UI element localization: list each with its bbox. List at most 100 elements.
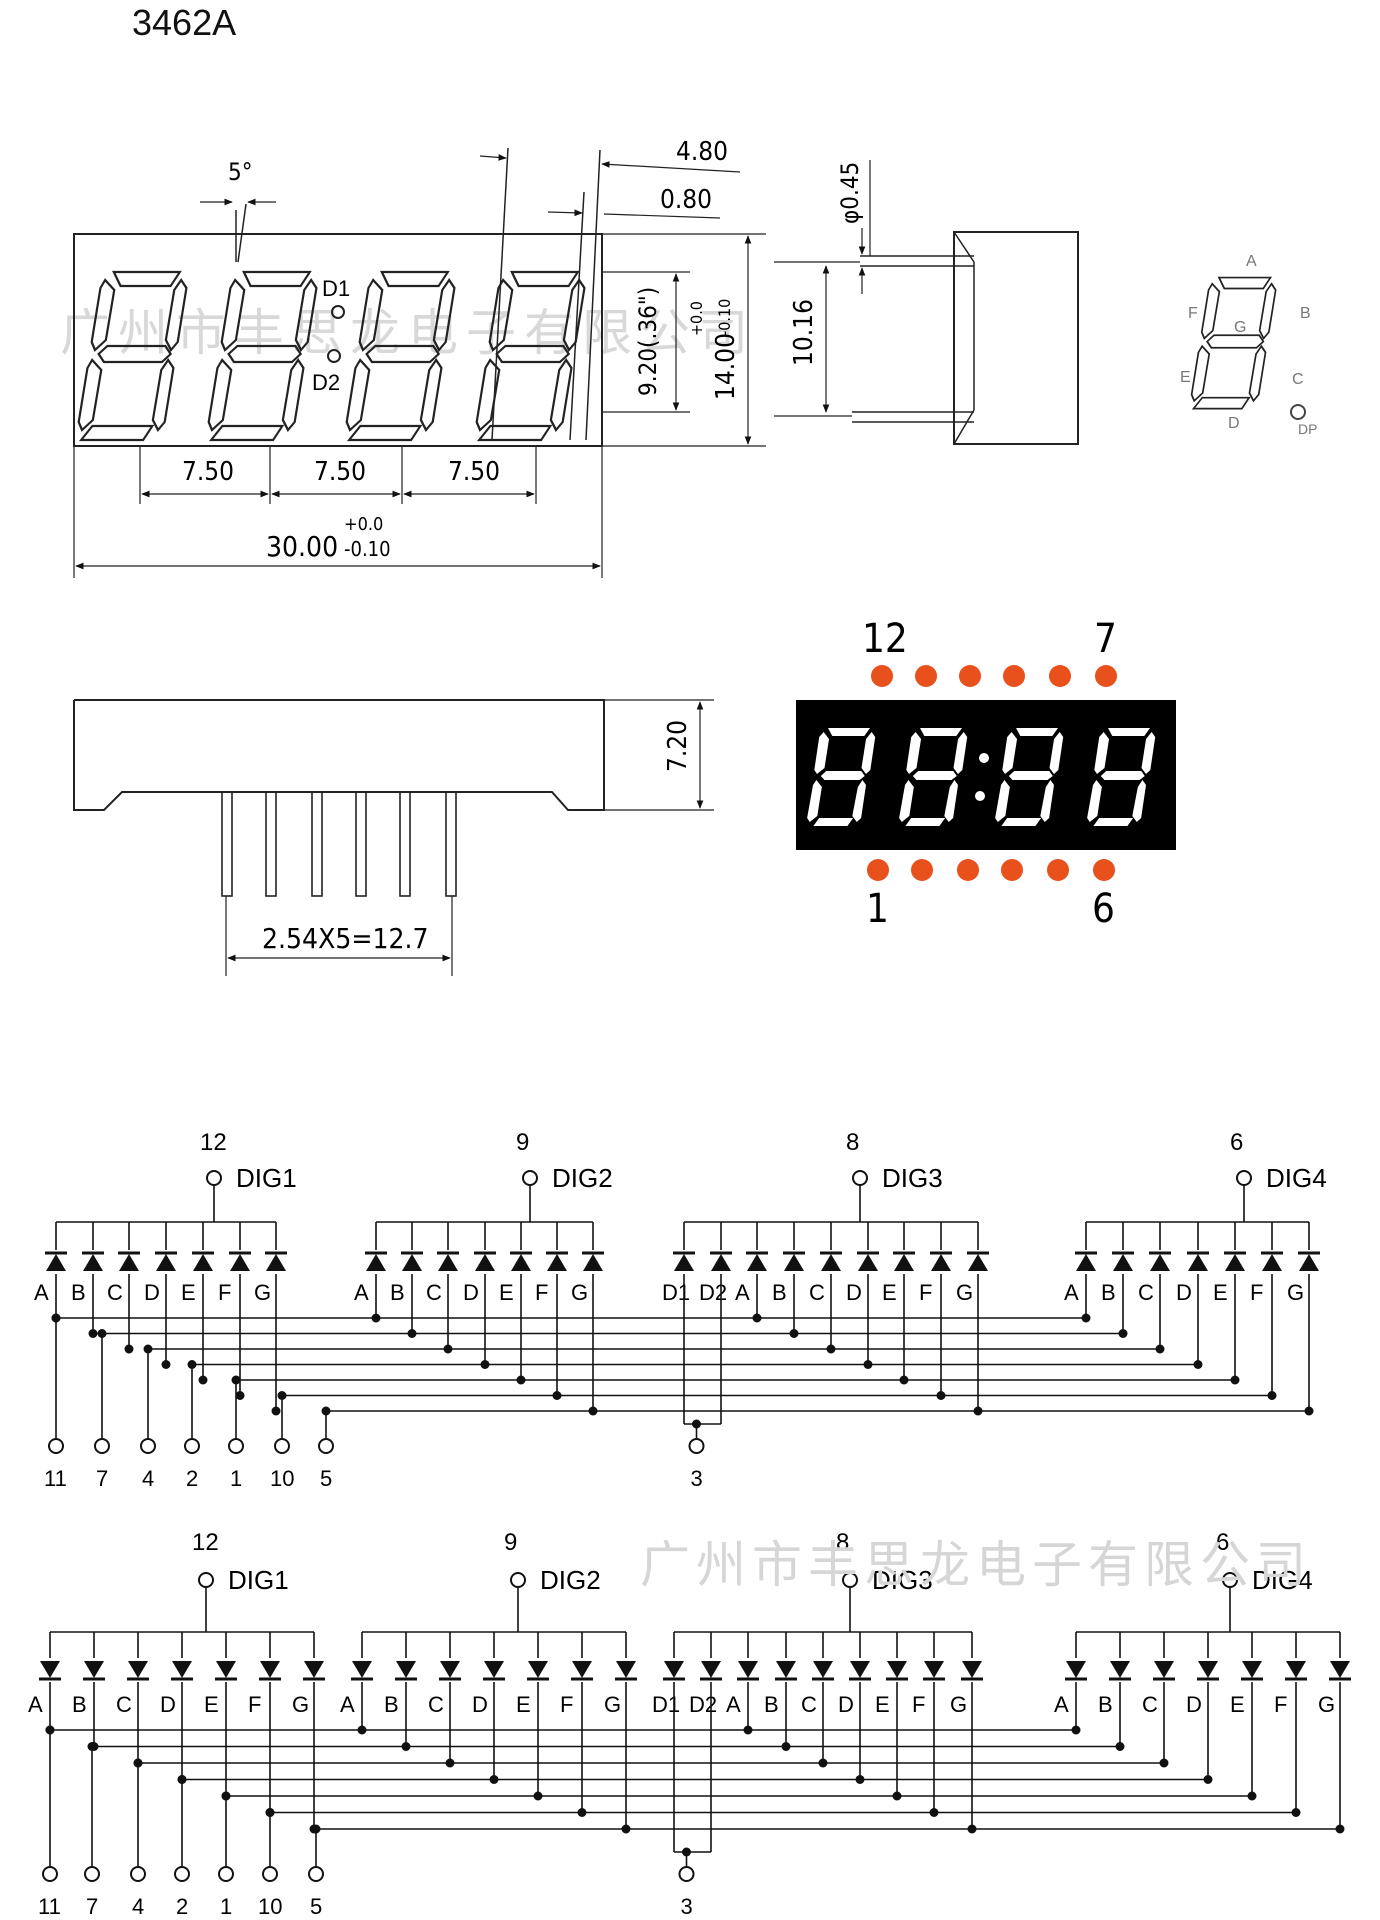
junction-dot xyxy=(1118,1329,1128,1338)
junction-dot xyxy=(489,1775,499,1784)
segment-label: D xyxy=(463,1280,479,1305)
led-diode xyxy=(1296,1251,1322,1273)
led-diode xyxy=(1283,1659,1309,1681)
junction-dot xyxy=(133,1758,143,1768)
led-diode xyxy=(437,1659,463,1681)
segment-pin-number: 7 xyxy=(96,1466,108,1491)
junction-dot xyxy=(743,1725,753,1735)
segment-pin xyxy=(94,1438,110,1454)
digit-pin-number: 6 xyxy=(1216,1529,1229,1556)
segment-label: C xyxy=(801,1692,817,1717)
segment-label: E xyxy=(1230,1692,1245,1717)
segment-label: F xyxy=(535,1280,548,1305)
segment-pin-number: 1 xyxy=(220,1894,232,1919)
led-diode xyxy=(818,1251,844,1273)
junction-dot xyxy=(45,1725,55,1735)
junction-dot xyxy=(177,1775,187,1784)
dim-0-80: 0.80 xyxy=(660,185,712,215)
segment-pin-number: 11 xyxy=(44,1466,67,1491)
led-diode xyxy=(190,1251,216,1273)
segment-label: B xyxy=(384,1692,399,1717)
segment-label: C xyxy=(809,1280,825,1305)
digit-name: DIG3 xyxy=(882,1163,943,1193)
segment-label: C xyxy=(426,1280,442,1305)
led-diode xyxy=(1195,1659,1221,1681)
led-diode xyxy=(349,1659,375,1681)
dim-14-00: 14.00 xyxy=(711,333,741,400)
led-diode xyxy=(1259,1251,1285,1273)
led-diode xyxy=(708,1251,734,1273)
seg-d-label: D xyxy=(1228,415,1240,432)
led-diode xyxy=(580,1251,606,1273)
segment-pin-number: 2 xyxy=(186,1466,198,1491)
led-diode xyxy=(921,1659,947,1681)
part-number-title: 3462A xyxy=(132,2,237,43)
segment-pin-number: 5 xyxy=(310,1894,322,1919)
led-diode xyxy=(227,1251,253,1273)
led-diode xyxy=(1110,1251,1136,1273)
segment-label: F xyxy=(560,1692,573,1717)
led-diode xyxy=(116,1251,142,1273)
junction-dot xyxy=(357,1725,367,1735)
pin-diagram: 12 7 1 6 xyxy=(796,616,1176,932)
segment-label: G xyxy=(1318,1692,1335,1717)
segment-pin-number: 1 xyxy=(230,1466,242,1491)
junction-dot xyxy=(1267,1391,1277,1400)
colon-pin-number: 3 xyxy=(691,1466,703,1491)
junction-dot xyxy=(973,1406,983,1416)
segment-label: B xyxy=(1101,1280,1116,1305)
led-diode xyxy=(1151,1659,1177,1681)
led-diode xyxy=(525,1659,551,1681)
led-diode xyxy=(169,1659,195,1681)
pins xyxy=(221,791,457,897)
led-diode xyxy=(37,1659,63,1681)
segment-pin xyxy=(262,1866,278,1882)
junction-dot xyxy=(1335,1824,1345,1834)
segment-pin-number: 11 xyxy=(38,1894,61,1919)
pin-7-label: 7 xyxy=(1094,616,1117,662)
led-diode xyxy=(781,1251,807,1273)
segment-pin xyxy=(130,1866,146,1882)
segment-pin xyxy=(42,1866,58,1882)
segment-label: D xyxy=(1186,1692,1202,1717)
junction-dot xyxy=(1291,1808,1301,1817)
segment-label: D xyxy=(1176,1280,1192,1305)
segment-pin-number: 10 xyxy=(258,1894,282,1919)
junction-dot xyxy=(311,1824,321,1834)
junction-dot xyxy=(577,1808,587,1817)
segment-pin xyxy=(140,1438,156,1454)
seg-b-label: B xyxy=(1300,305,1311,322)
junction-dot xyxy=(516,1375,526,1385)
junction-dot xyxy=(371,1313,381,1323)
pin-1-label: 1 xyxy=(866,886,889,932)
led-diode xyxy=(810,1659,836,1681)
junction-dot xyxy=(892,1791,902,1801)
junction-dot xyxy=(187,1360,197,1369)
led-diode xyxy=(257,1659,283,1681)
watermark: 广州市丰思龙电子有限公司 xyxy=(60,305,756,361)
segment-label: G xyxy=(956,1280,973,1305)
junction-dot xyxy=(51,1313,61,1323)
digit-common-pin xyxy=(206,1170,222,1186)
junction-dot xyxy=(936,1391,946,1400)
front-view: D1 D2 5° 4.80 0.80 9.20(.36") +0.0 -0.10… xyxy=(73,137,766,578)
led-diode xyxy=(1107,1659,1133,1681)
led-diode xyxy=(125,1659,151,1681)
digit-common-pin xyxy=(1236,1170,1252,1186)
pin-diameter: φ0.45 xyxy=(836,162,864,224)
digit-common-pin xyxy=(842,1572,858,1588)
led-diode xyxy=(508,1251,534,1273)
led-diode xyxy=(363,1251,389,1273)
segment-label: E xyxy=(181,1280,196,1305)
bottom-view: 7.20 2.54X5=12.7 xyxy=(73,699,714,976)
led-diode xyxy=(773,1659,799,1681)
pin-led xyxy=(867,859,889,881)
segment-label: D xyxy=(846,1280,862,1305)
segment-label: C xyxy=(1138,1280,1154,1305)
junction-dot xyxy=(789,1329,799,1338)
led-diode xyxy=(435,1251,461,1273)
segment-label: B xyxy=(72,1692,87,1717)
led-diode xyxy=(1073,1251,1099,1273)
overall-width: 30.00 xyxy=(266,530,338,563)
